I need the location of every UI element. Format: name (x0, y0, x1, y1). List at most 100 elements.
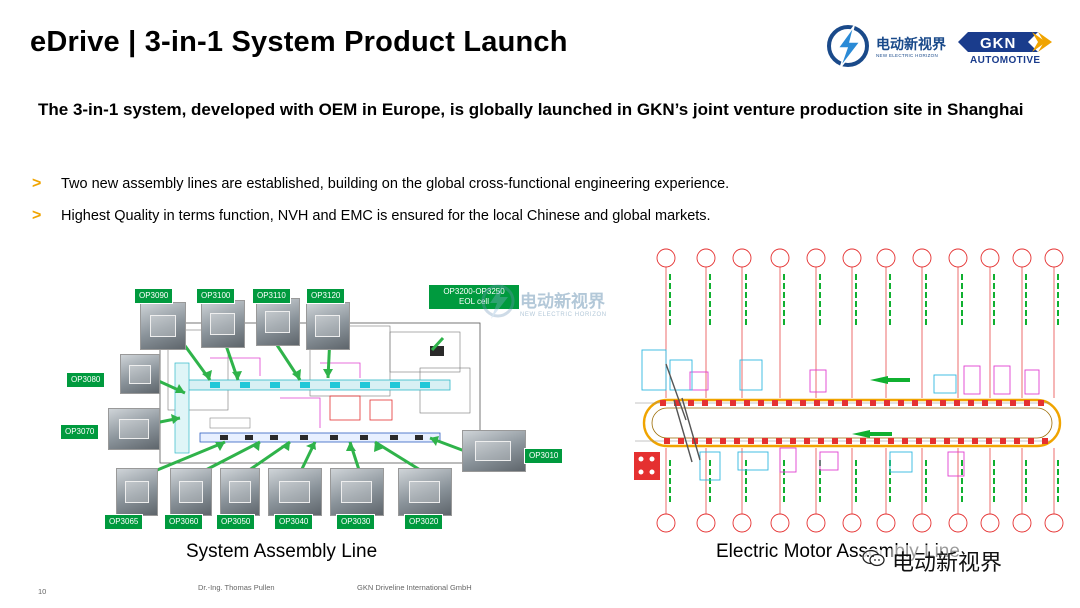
pallet (902, 438, 908, 444)
annotation-mark (993, 460, 995, 466)
station-marker (842, 248, 862, 268)
annotation-mark (889, 496, 891, 502)
op-label: OP3120 (306, 288, 346, 304)
pallet (958, 438, 964, 444)
pallet (706, 438, 712, 444)
annotation-mark (855, 319, 857, 325)
pallet (758, 400, 764, 406)
annotation-mark (1057, 319, 1059, 325)
station-marker (948, 513, 968, 533)
annotation-mark (1025, 283, 1027, 289)
pallet (674, 400, 680, 406)
annotation-mark (1057, 292, 1059, 298)
annotation-mark (745, 496, 747, 502)
station-marker (656, 248, 676, 268)
annotation-mark (1057, 487, 1059, 493)
annotation-mark (783, 478, 785, 484)
pallet (884, 400, 890, 406)
annotation-mark (855, 496, 857, 502)
station-marker (696, 248, 716, 268)
annotation-mark (889, 319, 891, 325)
annotation-mark (819, 496, 821, 502)
system-assembly-line-diagram: OP3090 OP3100 OP3110 OP3120 OP3200-OP325… (60, 268, 620, 530)
op-label: OP3020 (404, 514, 444, 530)
annotation-mark (783, 319, 785, 325)
pallet (842, 400, 848, 406)
station-marker (696, 513, 716, 533)
annotation-mark (1025, 310, 1027, 316)
machine-op3060 (170, 468, 212, 516)
pallet (968, 400, 974, 406)
annotation-mark (925, 496, 927, 502)
station-marker (1012, 513, 1032, 533)
annotation-mark (993, 478, 995, 484)
annotation-mark (745, 274, 747, 280)
wechat-icon-glyph (862, 549, 885, 567)
annotation-mark (993, 301, 995, 307)
pallet (1014, 438, 1020, 444)
annotation-mark (745, 301, 747, 307)
annotation-mark (669, 487, 671, 493)
annotation-mark (925, 310, 927, 316)
chevron-right-icon: > (32, 207, 42, 224)
annotation-mark (961, 301, 963, 307)
machine-op3100 (201, 300, 245, 348)
annotation-mark (745, 310, 747, 316)
op-label-eol-cell: EOL cell (459, 297, 489, 306)
op-label: OP3050 (216, 514, 256, 530)
pallet (860, 438, 866, 444)
annotation-mark (925, 319, 927, 325)
annotation-mark (925, 487, 927, 493)
station-marker (876, 513, 896, 533)
annotation-mark (819, 274, 821, 280)
annotation-mark (889, 292, 891, 298)
op-label: OP3090 (134, 288, 174, 304)
annotation-mark (709, 460, 711, 466)
pallet (716, 400, 722, 406)
station-marker (732, 513, 752, 533)
pallet (664, 438, 670, 444)
bullet-text: Two new assembly lines are established, … (61, 176, 730, 192)
annotation-mark (709, 310, 711, 316)
caption-system-assembly-line: System Assembly Line (186, 541, 378, 562)
machine-op3020 (398, 468, 452, 516)
ned-logo-cn: 电动新视界 (876, 36, 946, 52)
op-label-eol: OP3200-OP3250 EOL cell (428, 284, 520, 310)
annotation-mark (889, 301, 891, 307)
annotation-mark (1025, 319, 1027, 325)
annotation-mark (709, 478, 711, 484)
diagram-watermark-cn: 电动新视界 (520, 292, 605, 311)
annotation-mark (819, 319, 821, 325)
annotation-mark (889, 310, 891, 316)
station-marker (770, 248, 790, 268)
annotation-mark (925, 274, 927, 280)
annotation-mark (993, 487, 995, 493)
pallet (1028, 438, 1034, 444)
diagram-watermark: 电动新视界 NEW ELECTRIC HORIZON (481, 284, 607, 319)
annotation-mark (669, 469, 671, 475)
svg-text:GKN: GKN (980, 35, 1016, 52)
annotation-mark (961, 274, 963, 280)
annotation-mark (855, 478, 857, 484)
pallet (702, 400, 708, 406)
op-label-range: OP3200-OP3250 (443, 287, 505, 296)
pallet (776, 438, 782, 444)
annotation-mark (819, 283, 821, 289)
annotation-mark (709, 292, 711, 298)
annotation-mark (783, 292, 785, 298)
assembly-layout-drawing (129, 322, 481, 475)
pallet (734, 438, 740, 444)
annotation-mark (669, 310, 671, 316)
annotation-mark (1057, 283, 1059, 289)
annotation-mark (993, 469, 995, 475)
bullet-text: Highest Quality in terms function, NVH a… (61, 208, 711, 224)
annotation-mark (925, 292, 927, 298)
pallet (720, 438, 726, 444)
pallet (944, 438, 950, 444)
pallet (846, 438, 852, 444)
pallet (800, 400, 806, 406)
station-marker (1044, 248, 1064, 268)
machine-op3040 (268, 468, 322, 516)
pallet (912, 400, 918, 406)
annotation-mark (1057, 274, 1059, 280)
